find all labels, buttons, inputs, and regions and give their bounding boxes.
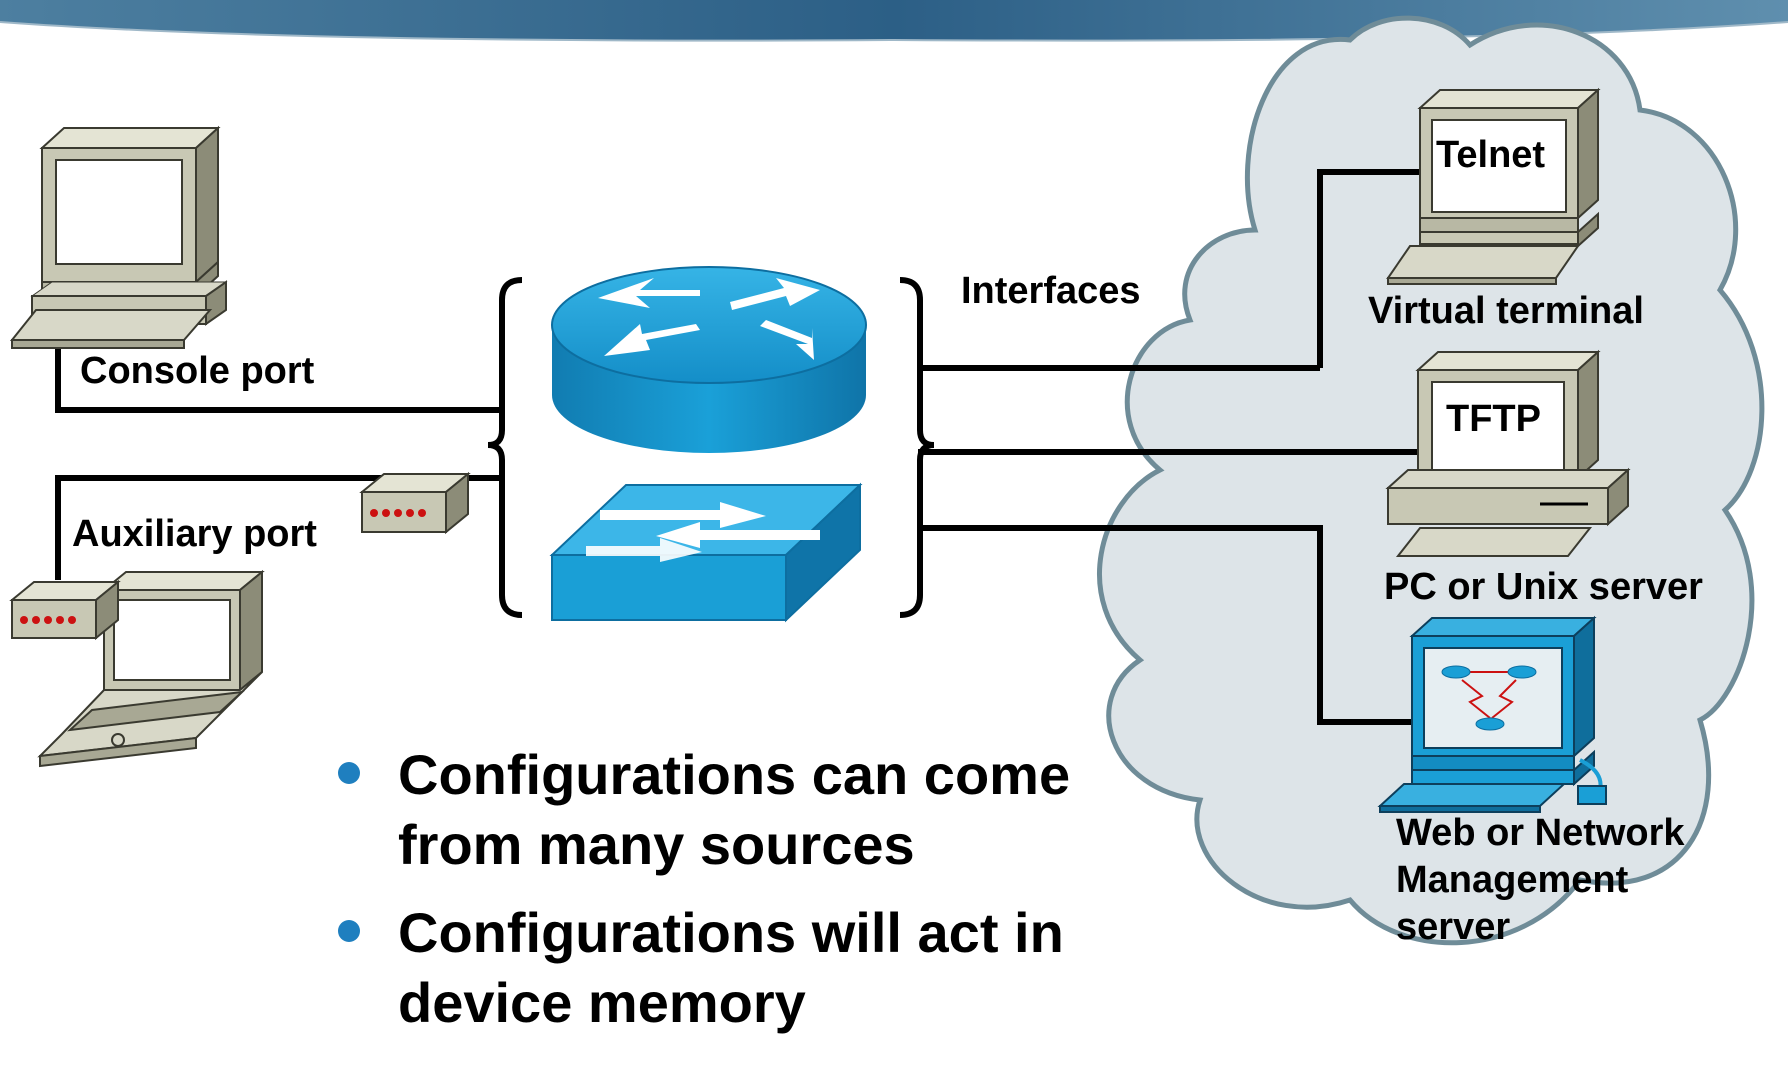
- console-port-label: Console port: [80, 350, 315, 392]
- virtual-terminal-label: Virtual terminal: [1368, 290, 1644, 332]
- terminal-icon: [1386, 87, 1601, 285]
- bullet-item: Configurations will act in device memory: [330, 898, 1190, 1038]
- auxiliary-port-label: Auxiliary port: [72, 513, 317, 555]
- laptop-icon: [37, 569, 265, 768]
- router-icon: [551, 266, 867, 453]
- desktop-computer-icon: [9, 125, 228, 349]
- connection-lines: [55, 169, 1430, 725]
- right-brace: [899, 277, 935, 618]
- telnet-screen-label: Telnet: [1436, 134, 1546, 176]
- switch-icon: [549, 482, 863, 623]
- modem-icon: [359, 471, 471, 535]
- bullet-list: Configurations can come from many source…: [330, 740, 1190, 1056]
- server-computer-icon: [1385, 349, 1631, 557]
- web-mgmt-server-label: Web or Network Management server: [1396, 812, 1685, 948]
- bullet-dot-icon: [338, 762, 360, 784]
- tftp-screen-label: TFTP: [1446, 398, 1541, 440]
- interfaces-label: Interfaces: [961, 270, 1141, 312]
- modem-icon: [9, 579, 121, 641]
- bullet-item: Configurations can come from many source…: [330, 740, 1190, 880]
- pc-unix-server-label: PC or Unix server: [1384, 566, 1703, 608]
- network-management-workstation-icon: [1377, 615, 1607, 813]
- left-brace: [487, 277, 523, 618]
- bullet-dot-icon: [338, 920, 360, 942]
